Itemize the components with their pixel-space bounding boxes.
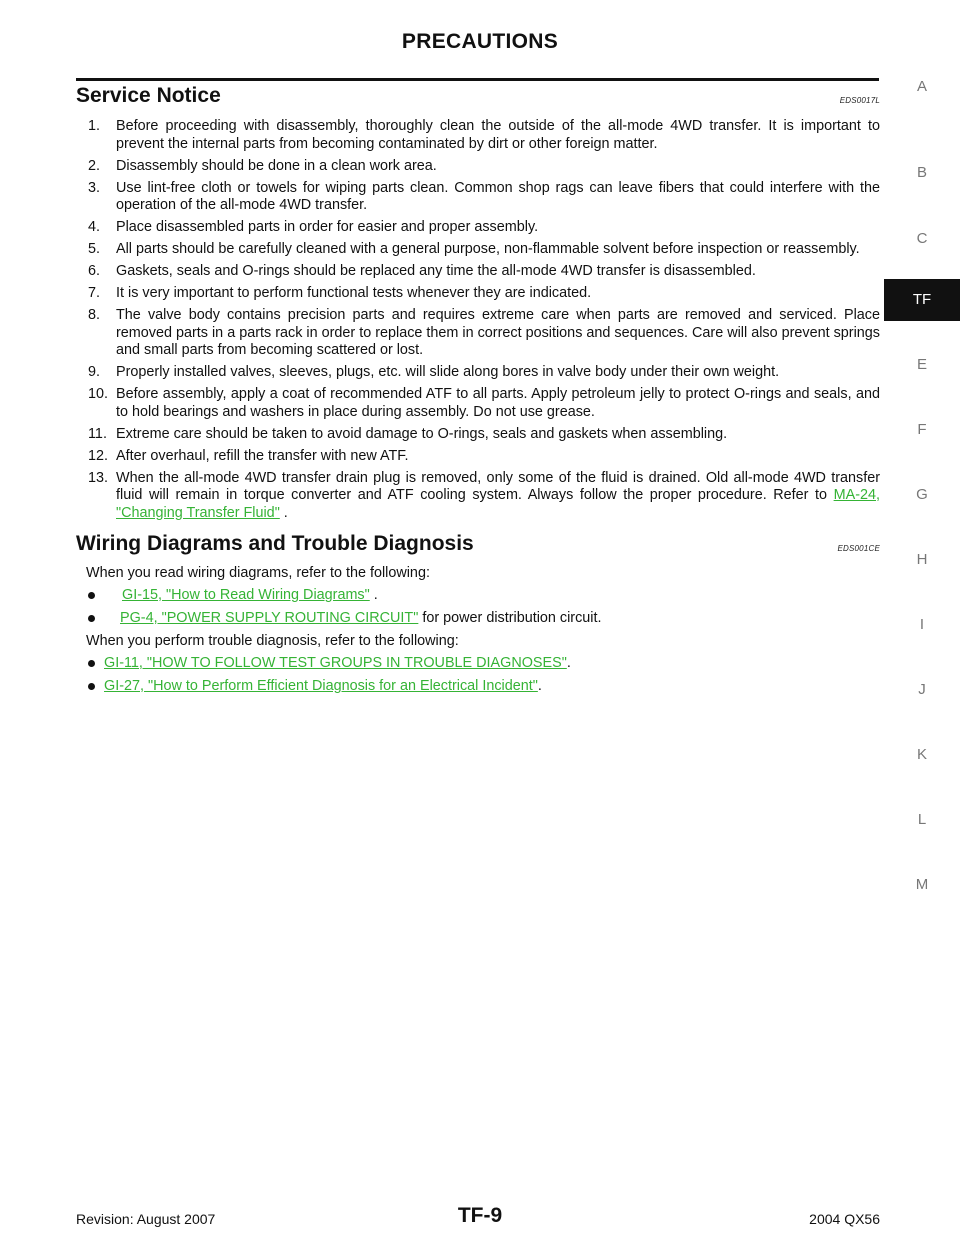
bullet-icon — [88, 615, 95, 622]
footer-revision: Revision: August 2007 — [76, 1211, 216, 1227]
bullet-icon — [88, 592, 95, 599]
tab-f[interactable]: F — [917, 421, 927, 438]
link-pg-4[interactable]: PG-4, "POWER SUPPLY ROUTING CIRCUIT" — [120, 610, 419, 626]
page-header-title: PRECAUTIONS — [401, 30, 559, 53]
list-item: GI-27, "How to Perform Efficient Diagnos… — [76, 677, 880, 695]
tab-i[interactable]: I — [919, 616, 925, 633]
bullet-icon — [88, 683, 95, 690]
link-ma-24[interactable]: MA-24, "Changing Transfer Fluid" — [116, 487, 880, 521]
tab-l[interactable]: L — [917, 811, 927, 828]
bullet-icon — [88, 660, 95, 667]
list-item: 7.It is very important to perform functi… — [88, 285, 592, 301]
header-rule — [76, 78, 879, 81]
list-item: 5.All parts should be carefully cleaned … — [88, 241, 860, 257]
wiring-heading: Wiring Diagrams and Trouble Diagnosis ED… — [76, 532, 880, 560]
link-gi-27[interactable]: GI-27, "How to Perform Efficient Diagnos… — [104, 678, 538, 694]
service-notice-code: EDS0017L — [839, 96, 880, 105]
section-index-tabs: A B C TF E F G H I J K L M — [884, 0, 960, 1242]
service-notice-heading: Service Notice EDS0017L — [76, 84, 880, 112]
list-item: 2.Disassembly should be done in a clean … — [88, 157, 437, 174]
wiring-title: Wiring Diagrams and Trouble Diagnosis — [76, 532, 474, 555]
tab-c[interactable]: C — [916, 230, 928, 247]
list-item: 12.After overhaul, refill the transfer w… — [88, 447, 409, 464]
list-item: 10.Before assembly, apply a coat of reco… — [88, 386, 880, 420]
tab-e[interactable]: E — [916, 356, 927, 373]
service-notice-title: Service Notice — [76, 84, 221, 107]
list-item: 8.The valve body contains precision part… — [88, 307, 880, 358]
link-gi-11[interactable]: GI-11, "HOW TO FOLLOW TEST GROUPS IN TRO… — [104, 655, 567, 671]
list-item: 3.Use lint-free cloth or towels for wipi… — [88, 179, 880, 214]
tab-tf-active[interactable]: TF — [884, 279, 960, 321]
diagnosis-intro: When you perform trouble diagnosis, refe… — [86, 633, 459, 649]
tab-b[interactable]: B — [916, 164, 927, 181]
tab-h[interactable]: H — [916, 551, 928, 568]
wiring-bullets: GI-15, "How to Read Wiring Diagrams" . P… — [76, 586, 880, 627]
list-item: 1.Before proceeding with disassembly, th… — [88, 118, 880, 152]
tab-a[interactable]: A — [916, 78, 927, 95]
list-item: 11.Extreme care should be taken to avoid… — [88, 425, 728, 442]
diagnosis-bullets: GI-11, "HOW TO FOLLOW TEST GROUPS IN TRO… — [76, 654, 880, 695]
tab-g[interactable]: G — [916, 486, 928, 503]
tab-j[interactable]: J — [918, 681, 926, 698]
list-item: GI-11, "HOW TO FOLLOW TEST GROUPS IN TRO… — [76, 654, 880, 672]
tab-m[interactable]: M — [915, 876, 929, 893]
footer-model: 2004 QX56 — [809, 1211, 880, 1227]
list-item: 4.Place disassembled parts in order for … — [88, 219, 539, 235]
tab-k[interactable]: K — [916, 746, 927, 763]
list-item: 9.Properly installed valves, sleeves, pl… — [88, 364, 780, 380]
wiring-code: EDS001CE — [837, 544, 880, 553]
list-item: GI-15, "How to Read Wiring Diagrams" . — [76, 586, 880, 604]
page-content: Service Notice EDS0017L 1.Before proceed… — [76, 84, 880, 700]
footer-page-number: TF-9 — [457, 1204, 503, 1227]
list-item: PG-4, "POWER SUPPLY ROUTING CIRCUIT" for… — [76, 609, 880, 627]
link-gi-15[interactable]: GI-15, "How to Read Wiring Diagrams" — [122, 587, 370, 603]
list-item: 6.Gaskets, seals and O-rings should be r… — [88, 263, 756, 279]
list-item: 13.When the all-mode 4WD transfer drain … — [88, 469, 880, 521]
service-notice-steps: 1.Before proceeding with disassembly, th… — [76, 118, 880, 522]
wiring-intro: When you read wiring diagrams, refer to … — [86, 565, 430, 581]
